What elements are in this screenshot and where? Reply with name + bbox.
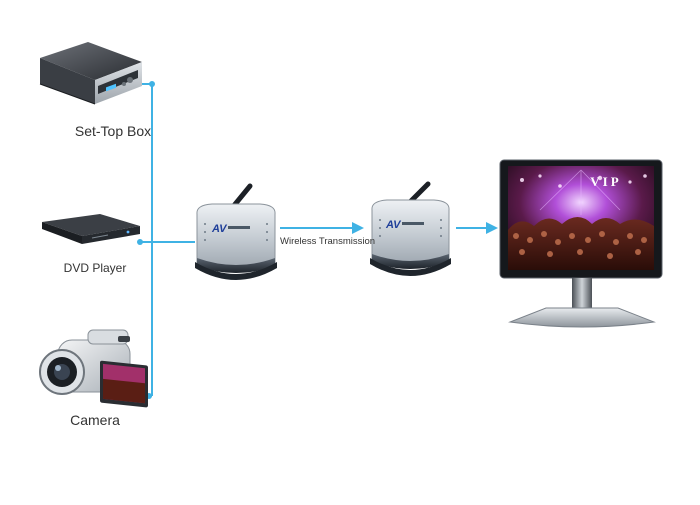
- tv-stand-base: [508, 307, 656, 328]
- set-top-box-image: [39, 42, 142, 105]
- output-arrow: [456, 222, 498, 234]
- set-top-box-label: Set-Top Box: [74, 123, 152, 139]
- tv-stand-neck: [572, 278, 592, 308]
- wireless-transmission-label: Wireless Transmission: [280, 236, 376, 247]
- receiver-unit: AV: [370, 181, 451, 276]
- tv-caption: VIP: [590, 174, 621, 189]
- stb-junction: [149, 81, 155, 87]
- transmitter-unit: AV: [195, 183, 277, 280]
- tv-monitor: VIP: [499, 159, 663, 328]
- receiver-brand: AV: [385, 219, 402, 231]
- camera-image: [39, 329, 148, 408]
- dvd-junction: [137, 239, 143, 245]
- wireless-arrow: [280, 222, 364, 234]
- transmitter-brand: AV: [211, 223, 228, 235]
- dvd-player-image: [42, 214, 140, 244]
- camera-label: Camera: [70, 412, 120, 428]
- dvd-player-label: DVD Player: [63, 261, 127, 275]
